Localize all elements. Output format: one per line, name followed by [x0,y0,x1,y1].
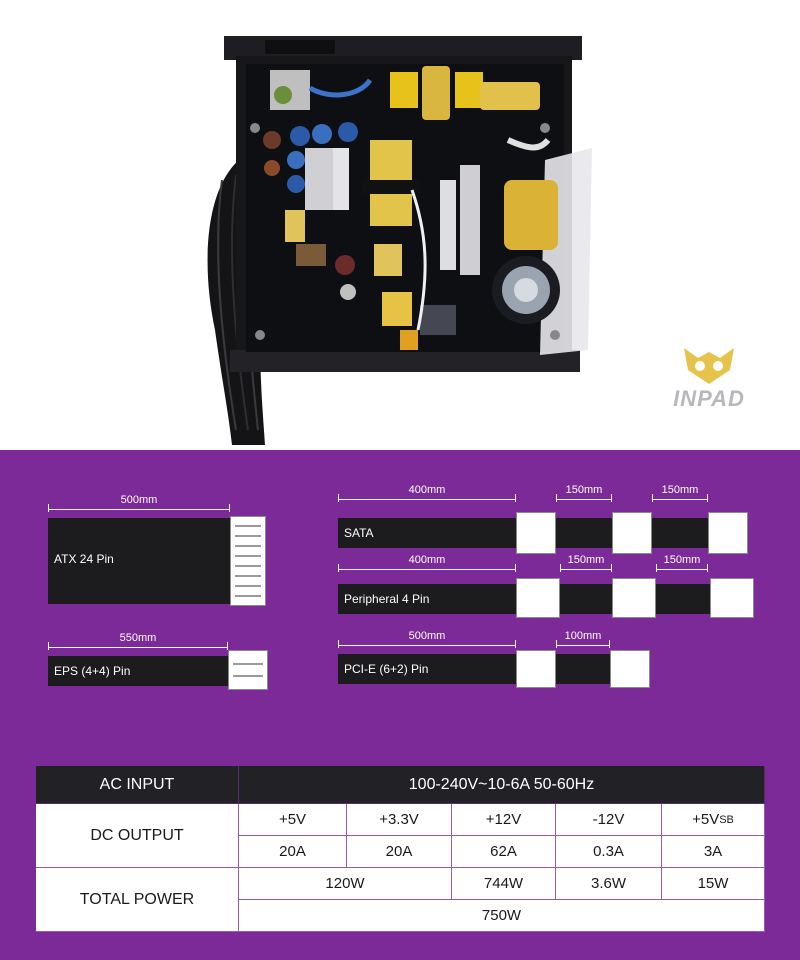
length-label: 400mm [408,554,446,566]
molex-connector [516,578,560,618]
length-marker: 150mm [556,484,612,502]
power-12v: 744W [452,868,556,900]
length-marker: 150mm [560,554,612,572]
dc-output-label: DC OUTPUT [36,804,239,868]
length-label: 550mm [119,632,157,644]
rail-5v: +5V [239,804,347,836]
cable-atx-24pin: 500mm ATX 24 Pin [48,494,273,608]
inpad-watermark: INPAD [664,340,754,420]
psu-photo: INPAD [0,0,800,450]
pcie-connector [516,650,556,688]
atx-connector [230,516,266,606]
watermark-text: INPAD [673,386,745,411]
length-label: 400mm [408,484,446,496]
cable-name: Peripheral 4 Pin [344,592,430,606]
cable-name: EPS (4+4) Pin [54,664,131,678]
cable-pcie-6plus2: 500mm 100mm PCI-E (6+2) Pin [338,630,658,694]
rail-5vsb-suffix: SB [719,813,734,826]
power-m12v: 3.6W [556,868,662,900]
molex-connector [612,578,656,618]
rail-m12v: -12V [556,804,662,836]
rail-5vsb-main: +5V [692,811,720,828]
cable-bar: ATX 24 Pin [48,518,230,604]
current-12v: 62A [452,836,556,868]
ac-input-value: 100-240V~10-6A 50-60Hz [239,766,765,804]
eps-connector [228,650,268,690]
cable-bar: EPS (4+4) Pin [48,656,228,686]
length-label: 500mm [120,494,158,506]
sata-connector [516,512,556,554]
owl-logo-icon [684,348,734,384]
cable-eps-4plus4: 550mm EPS (4+4) Pin [48,632,273,692]
rail-12v: +12V [452,804,556,836]
current-m12v: 0.3A [556,836,662,868]
current-5vsb: 3A [662,836,765,868]
length-marker: 550mm [48,632,228,650]
cable-peripheral-4pin: 400mm 150mm 150mm Peripheral 4 Pin [338,554,758,622]
psu-internal-image [207,36,592,445]
rail-3v3: +3.3V [347,804,452,836]
cable-name: SATA [344,526,374,540]
total-power-label: TOTAL POWER [36,868,239,932]
length-label: 150mm [661,484,699,496]
total-power-value: 750W [239,900,765,932]
power-5v-3v3: 120W [239,868,452,900]
length-marker: 150mm [656,554,708,572]
cable-name: ATX 24 Pin [54,552,114,566]
length-marker: 400mm [338,554,516,572]
cable-bar: PCI-E (6+2) Pin [338,654,610,684]
length-label: 100mm [564,630,602,642]
sata-connector [612,512,652,554]
current-5v: 20A [239,836,347,868]
length-marker: 500mm [338,630,516,648]
current-3v3: 20A [347,836,452,868]
length-label: 150mm [565,484,603,496]
length-marker: 100mm [556,630,610,648]
pcie-connector [610,650,650,688]
length-marker: 150mm [652,484,708,502]
length-marker: 500mm [48,494,230,512]
length-label: 500mm [408,630,446,642]
power-5vsb: 15W [662,868,765,900]
cable-name: PCI-E (6+2) Pin [344,662,429,676]
length-label: 150mm [567,554,605,566]
molex-connector [710,578,754,618]
cable-sata: 400mm 150mm 150mm SATA [338,484,758,558]
spec-table: AC INPUT 100-240V~10-6A 50-60Hz DC OUTPU… [36,766,765,932]
length-marker: 400mm [338,484,516,502]
sata-connector [708,512,748,554]
length-label: 150mm [663,554,701,566]
ac-input-label: AC INPUT [36,766,239,804]
